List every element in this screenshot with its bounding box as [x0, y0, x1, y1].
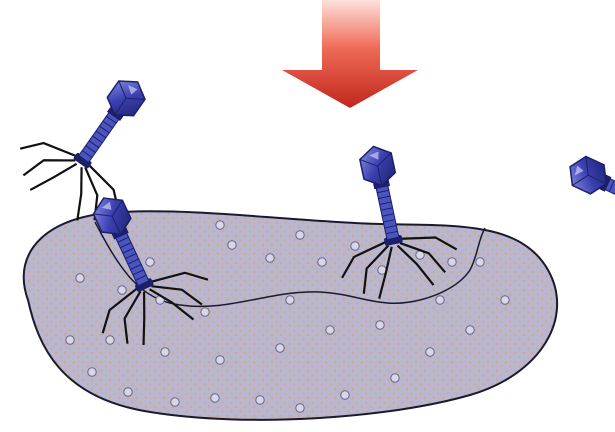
down-arrow: [282, 0, 418, 108]
bacterium-cell: [24, 211, 557, 420]
bacteriophage-approaching-right: [546, 112, 615, 282]
